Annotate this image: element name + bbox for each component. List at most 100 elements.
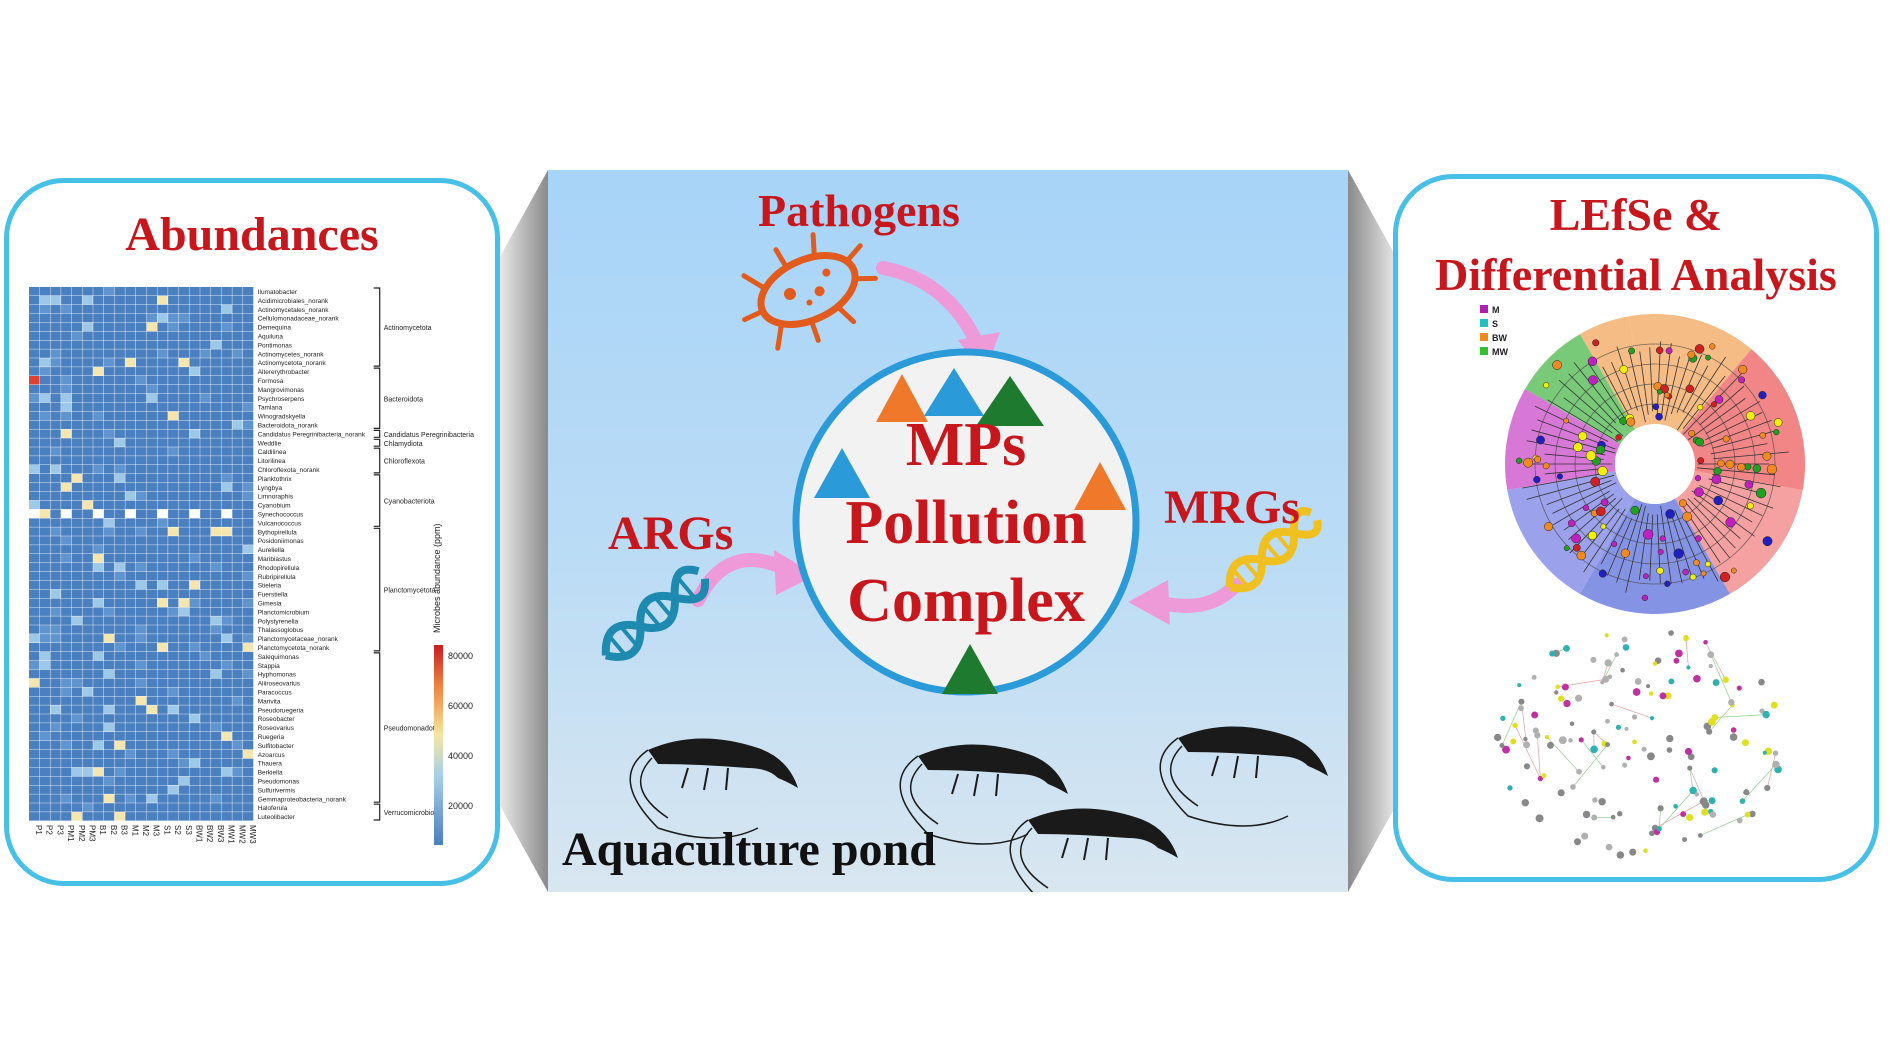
- network-node: [1632, 739, 1637, 745]
- heatmap-cell: [39, 589, 50, 599]
- heatmap-cell: [200, 545, 211, 554]
- heatmap-cell: [114, 740, 125, 750]
- heatmap-cell: [243, 651, 254, 661]
- heatmap-cell: [210, 287, 222, 296]
- heatmap-cell: [125, 545, 136, 554]
- heatmap-cell: [50, 660, 61, 670]
- heatmap-cell: [71, 473, 83, 483]
- heatmap-cell: [50, 536, 61, 545]
- cladogram-branch: [1666, 514, 1683, 584]
- heatmap-cell: [146, 767, 157, 777]
- heatmap-cell: [125, 776, 136, 785]
- heatmap-cell: [200, 349, 211, 358]
- genus-label: Actinomycetes_norank: [258, 351, 325, 358]
- network-edge: [1654, 801, 1704, 829]
- heatmap-cell: [114, 411, 125, 421]
- network-node: [1634, 678, 1642, 685]
- heatmap-cell: [210, 785, 222, 794]
- genus-label: Weddlie: [258, 440, 282, 447]
- heatmap-cell: [168, 598, 179, 607]
- heatmap-cell: [93, 669, 104, 679]
- heatmap-cell: [125, 420, 136, 429]
- heatmap-cell: [61, 456, 72, 465]
- heatmap-cell: [232, 714, 243, 723]
- network-node: [1523, 736, 1528, 742]
- heatmap-cell: [82, 669, 93, 679]
- heatmap-cell: [168, 785, 179, 794]
- network-node: [1668, 630, 1674, 636]
- heatmap-cell: [178, 732, 190, 741]
- heatmap-cell: [189, 500, 200, 510]
- heatmap-cell: [71, 322, 83, 332]
- heatmap-cell: [210, 384, 222, 394]
- heatmap-cell: [125, 678, 136, 688]
- heatmap-cell: [82, 304, 93, 314]
- heatmap-cell: [125, 669, 136, 679]
- cladogram-node: [1697, 457, 1705, 464]
- heatmap-cell: [243, 411, 254, 421]
- cladogram-node: [1694, 487, 1704, 497]
- heatmap-cell: [168, 740, 179, 750]
- heatmap-cell: [136, 554, 147, 563]
- heatmap-cell: [82, 812, 93, 821]
- heatmap-cell: [168, 295, 179, 305]
- cladogram-node: [1695, 437, 1704, 447]
- heatmap-cell: [29, 500, 40, 510]
- heatmap-cell: [189, 723, 200, 732]
- heatmap-cell: [50, 580, 61, 590]
- heatmap-cell: [178, 696, 190, 705]
- heatmap-cell: [210, 482, 222, 492]
- heatmap-cell: [232, 420, 243, 429]
- heatmap-cell: [210, 767, 222, 777]
- heatmap-cell: [29, 349, 40, 358]
- network-node: [1772, 760, 1780, 769]
- heatmap-cell: [232, 491, 243, 501]
- heatmap-cell: [103, 376, 115, 385]
- cladogram-node: [1556, 473, 1564, 480]
- heatmap-cell: [82, 776, 93, 785]
- heatmap-cell: [200, 785, 211, 794]
- heatmap-cell: [125, 607, 136, 616]
- network-node: [1510, 738, 1517, 745]
- genus-label: Berkiella: [258, 770, 283, 777]
- heatmap-cell: [210, 349, 222, 358]
- heatmap-cell: [136, 367, 147, 376]
- heatmap-cell: [168, 758, 179, 768]
- heatmap-cell: [146, 384, 157, 394]
- network-node: [1668, 678, 1675, 685]
- heatmap-cell: [210, 723, 222, 732]
- heatmap-cell: [103, 696, 115, 705]
- heatmap-cell: [168, 287, 179, 296]
- abundances-title: Abundances: [125, 208, 379, 261]
- heatmap-cell: [61, 749, 72, 759]
- heatmap-cell: [136, 340, 147, 349]
- heatmap-cell: [157, 331, 168, 340]
- heatmap-cell: [71, 812, 83, 821]
- cladogram-node: [1705, 354, 1711, 361]
- heatmap-cell: [243, 732, 254, 741]
- phylum-bracket: [373, 367, 381, 429]
- heatmap-cell: [157, 651, 168, 661]
- heatmap-cell: [157, 429, 168, 438]
- cladogram-node: [1590, 476, 1601, 487]
- cladogram-center: [1615, 424, 1695, 504]
- heatmap-cell: [71, 349, 83, 358]
- heatmap-cell: [103, 714, 115, 723]
- heatmap-cell: [71, 447, 83, 456]
- heatmap-cell: [178, 411, 190, 421]
- genus-label: Sulfurivermis: [258, 787, 296, 794]
- network-node: [1736, 685, 1742, 691]
- heatmap-cell: [136, 491, 147, 501]
- heatmap-cell: [39, 767, 50, 777]
- heatmap-cell: [50, 447, 61, 456]
- heatmap-cell: [93, 678, 104, 688]
- heatmap-cell: [200, 402, 211, 412]
- heatmap-cell: [178, 331, 190, 340]
- genus-label: Tamlana: [258, 405, 283, 412]
- heatmap-cell: [82, 393, 93, 403]
- heatmap-cell: [71, 331, 83, 340]
- heatmap-cell: [103, 634, 115, 643]
- heatmap-cell: [82, 465, 93, 474]
- heatmap-cell: [39, 607, 50, 616]
- heatmap-cell: [221, 447, 232, 456]
